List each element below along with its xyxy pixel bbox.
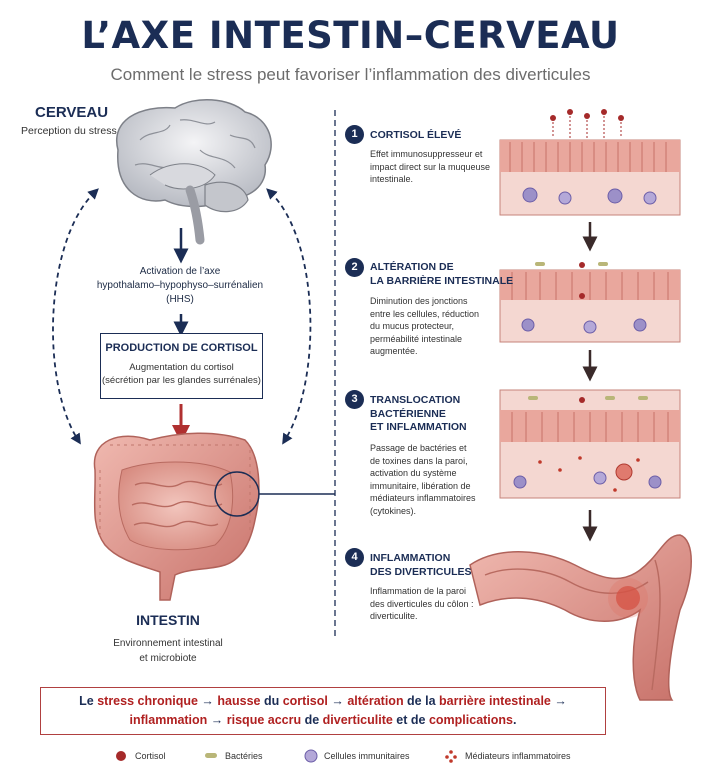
- step-1-title: CORTISOL ÉLEVÉ: [370, 129, 461, 143]
- intestine-illustration: [94, 433, 258, 600]
- legend-cortisol: Cortisol: [135, 751, 166, 761]
- step-4-number: 4: [345, 548, 364, 567]
- immune-cell-icon: [305, 750, 317, 762]
- legend-inflammatory-mediators: Médiateurs inflammatoires: [465, 751, 571, 761]
- bacteria-icon: [205, 753, 217, 758]
- cortisol-box-text: Augmentation du cortisol (sécrétion par …: [101, 362, 262, 388]
- tissue-panel-3: [500, 390, 680, 498]
- brain-title: CERVEAU: [35, 104, 108, 121]
- inflamed-colon-illustration: [470, 535, 691, 700]
- cortisol-box-title: PRODUCTION DE CORTISOL: [101, 342, 262, 354]
- hhs-activation-label: Activation de l’axe hypothalamo–hypophys…: [80, 265, 280, 307]
- brain-illustration: [117, 100, 271, 240]
- intestine-title: INTESTIN: [98, 612, 238, 628]
- cortisol-production-box: PRODUCTION DE CORTISOL Augmentation du c…: [100, 333, 263, 399]
- intestine-subtitle: Environnement intestinal et microbiote: [88, 636, 248, 666]
- mediator-icon: [445, 750, 457, 763]
- tissue-panel-1: [500, 109, 680, 215]
- brain-subtitle: Perception du stress: [21, 125, 117, 137]
- legend-immune-cells: Cellules immunitaires: [324, 751, 410, 761]
- legend-bacteria: Bactéries: [225, 751, 263, 761]
- red-dot-icon: [116, 751, 126, 761]
- step-2-number: 2: [345, 258, 364, 277]
- step-1-number: 1: [345, 125, 364, 144]
- step-3-number: 3: [345, 390, 364, 409]
- tissue-panel-2: [500, 262, 680, 342]
- summary-box: Le stress chronique → hausse du cortisol…: [40, 687, 606, 735]
